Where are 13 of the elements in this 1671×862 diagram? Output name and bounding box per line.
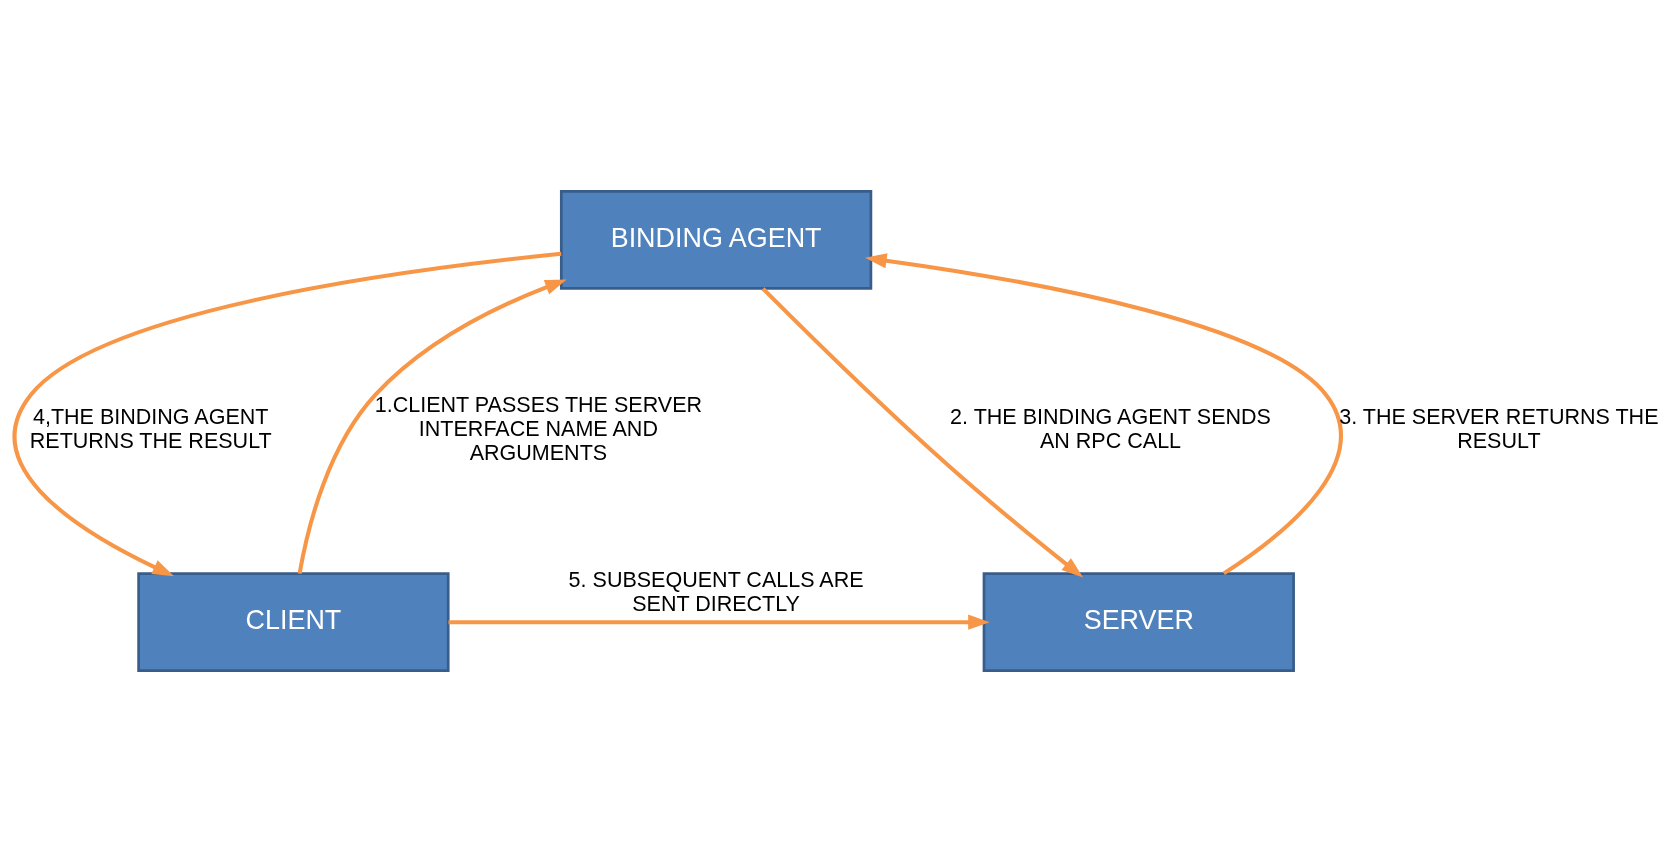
- arrow: [297, 279, 567, 574]
- arrow: [448, 614, 990, 630]
- edge-label: 5. SUBSEQUENT CALLS ARE SENT DIRECTLY: [568, 567, 864, 617]
- node-box: BINDING AGENT: [559, 190, 873, 290]
- edge-label: 2. THE BINDING AGENT SENDS AN RPC CALL: [950, 405, 1271, 454]
- arrow: [13, 251, 562, 577]
- edge-label: 4,THE BINDING AGENT RETURNS THE RESULT: [29, 405, 272, 454]
- arrow: [865, 253, 1343, 576]
- arrow: [761, 287, 1084, 578]
- edge-label: 1.CLIENT PASSES THE SERVER INTERFACE NAME AND ARGUMENTS: [374, 392, 703, 466]
- node-box: SERVER: [982, 572, 1295, 672]
- edge-label: 3. THE SERVER RETURNS THE RESULT: [1339, 405, 1659, 454]
- node-box: CLIENT: [137, 572, 450, 672]
